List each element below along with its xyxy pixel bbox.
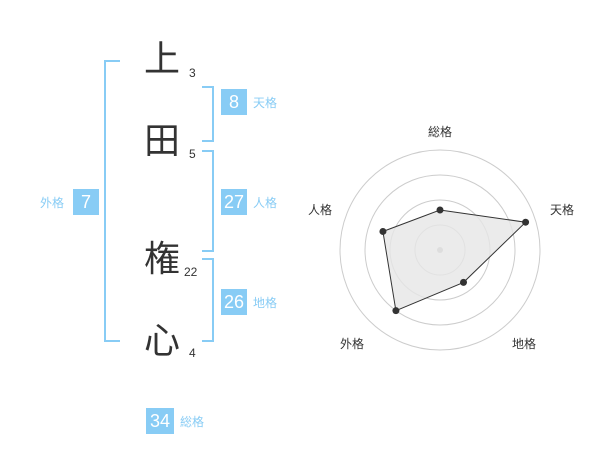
tenkaku-label: 天格 [253, 96, 278, 110]
radar-label-jinkaku: 人格 [308, 203, 333, 217]
radar-label-tenkaku: 天格 [550, 203, 575, 217]
soukaku-value-badge: 34 [146, 408, 174, 434]
radar-label-chikaku: 地格 [512, 337, 537, 351]
radar-ring [339, 149, 541, 351]
chikaku-bracket [202, 258, 214, 342]
radar-ring [364, 174, 516, 326]
jinkaku-value-badge: 27 [221, 189, 247, 215]
tenkaku-value-badge: 8 [221, 89, 247, 115]
jinkaku-bracket [202, 150, 214, 252]
radar-area [382, 209, 527, 312]
radar-point-3 [392, 307, 400, 315]
gaikaku-label: 外格 [40, 196, 65, 210]
tenkaku-bracket [202, 86, 214, 142]
name-char-3: 権 [143, 239, 180, 280]
name-char-2: 田 [143, 121, 180, 162]
gaikaku-value-badge: 7 [73, 189, 99, 215]
radar-point-4 [379, 227, 387, 235]
chikaku-label: 地格 [253, 296, 278, 310]
stroke-count-3: 22 [184, 265, 198, 279]
name-char-4: 心 [143, 321, 180, 362]
soukaku-label: 総格 [180, 415, 205, 429]
radar-point-2 [460, 278, 468, 286]
chikaku-value-badge: 26 [221, 289, 247, 315]
name-char-1: 上 [143, 39, 180, 80]
radar-label-soukaku: 総格 [428, 125, 453, 139]
stroke-count-2: 5 [189, 147, 196, 161]
gaikaku-bracket [104, 60, 120, 342]
radar-label-gaikaku: 外格 [340, 337, 365, 351]
radar-point-0 [436, 206, 444, 214]
radar-point-1 [522, 218, 530, 226]
stroke-count-4: 4 [189, 346, 196, 360]
stroke-count-1: 3 [189, 66, 196, 80]
jinkaku-label: 人格 [253, 196, 278, 210]
